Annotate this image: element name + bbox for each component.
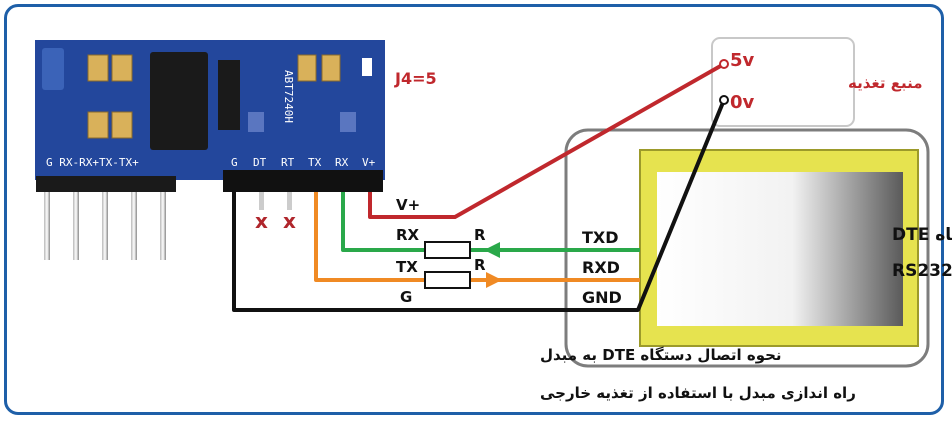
pin-label-dt: DT [253,156,267,169]
capacitor [111,111,133,139]
unused-mark-dt: x [255,209,268,233]
resistor-tx [424,271,471,289]
outer-frame [4,4,944,415]
rx-arrow-icon [484,242,500,258]
supply-plus-terminal [719,59,729,69]
label-vplus: V+ [396,196,420,214]
dte-line2: با استاندار سریال RS232 [892,261,952,281]
led [248,112,264,132]
ic-chip [150,52,208,150]
capacitor [87,54,109,82]
label-txd: TXD [582,228,619,247]
unused-mark-rt: x [283,209,296,233]
supply-title: منبع تغذیه [848,74,923,92]
capacitor [87,111,109,139]
pin-label-vplus: V+ [362,156,376,169]
label-tx: TX [396,258,418,276]
left-header-pins [36,176,176,260]
supply-minus-terminal [719,95,729,105]
converter-module: ABT7240H G RX-RX+TX-TX+ G DT RT TX RX V+ [35,40,385,180]
supply-plus-label: 5v [730,50,755,71]
tx-arrow-icon [486,272,502,288]
wire-power [368,62,725,219]
wire-tx [314,192,425,282]
pin-label-rt: RT [281,156,295,169]
label-resistor-tx: R [474,256,486,274]
module-logo-patch [42,48,64,90]
led [340,112,356,132]
label-rxd: RXD [582,258,620,277]
jumper-label: J4=5 [394,69,437,88]
label-resistor-rx: R [474,226,486,244]
dte-line1: رایانه / دستگاه DTE [892,224,952,245]
pin-label-tx: TX [308,156,322,169]
wire-ground [232,99,726,312]
left-pin-labels: G RX-RX+TX-TX+ [46,156,139,169]
capacitor [297,54,317,82]
capacitor [321,54,341,82]
label-rx: RX [396,226,420,244]
pin-label-rx: RX [335,156,349,169]
capacitor [111,54,133,82]
resistor-rx [424,241,471,259]
chip-text: ABT7240H [282,70,295,123]
bottom-header [223,170,383,210]
pin-label-g: G [231,156,238,169]
ic-chip-small [218,60,240,130]
label-g: G [400,288,412,306]
dte-screen [657,172,903,326]
caption-line2: راه اندازی مبدل با استفاده از تغذیه خارج… [540,384,856,402]
caption-line1: نحوه اتصال دستگاه DTE به مبدل [540,346,782,364]
wire-rx [341,192,425,252]
label-gnd: GND [582,288,622,307]
jumper-j4 [362,58,372,76]
supply-minus-label: 0v [730,92,755,113]
dte-device [564,128,930,368]
supply-box [711,37,855,127]
